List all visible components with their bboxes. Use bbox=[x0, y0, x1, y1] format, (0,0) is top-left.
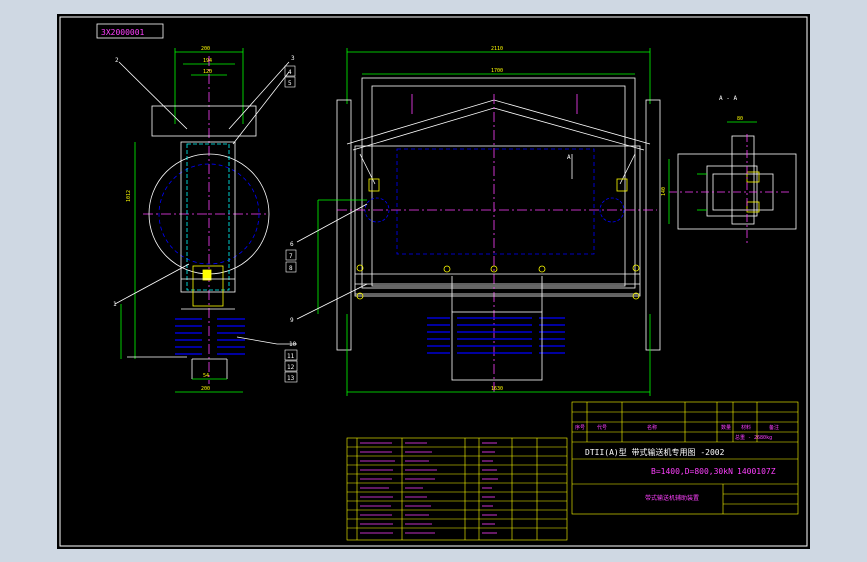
section-arrow-label: A bbox=[567, 154, 571, 161]
svg-text:数量: 数量 bbox=[721, 424, 731, 431]
svg-text:代号: 代号 bbox=[597, 424, 607, 431]
dim-left-mid: 194 bbox=[203, 58, 212, 64]
svg-text:1: 1 bbox=[113, 301, 117, 308]
left-view: 200 194 120 1012 bbox=[114, 46, 290, 393]
dim-mid-top: 2110 bbox=[491, 46, 503, 52]
svg-text:序号: 序号 bbox=[575, 424, 585, 431]
dim-right-top: 80 bbox=[737, 116, 743, 122]
title-main: DTII(A)型 带式输送机专用图 -2002 bbox=[585, 447, 725, 457]
svg-text:4: 4 bbox=[288, 69, 292, 76]
left-balloons: 2 3 4 5 1 bbox=[113, 55, 296, 308]
dim-mid-second: 1700 bbox=[491, 68, 503, 74]
svg-text:3: 3 bbox=[291, 55, 295, 62]
svg-text:备注: 备注 bbox=[769, 424, 779, 431]
svg-text:13: 13 bbox=[287, 375, 295, 382]
title-weight: 总重 - 2680kg bbox=[735, 434, 772, 441]
drawing-sheet: 3X2000001 200 194 120 1012 bbox=[57, 14, 810, 549]
cad-drawing: 3X2000001 200 194 120 1012 bbox=[59, 16, 808, 547]
title-part-name: 带式输送机辅助装置 bbox=[645, 494, 699, 502]
dim-mid-bottom: 1630 bbox=[491, 386, 503, 392]
dim-left-base: 200 bbox=[201, 386, 210, 392]
code-box-text: 3X2000001 bbox=[101, 28, 145, 37]
svg-text:9: 9 bbox=[290, 317, 294, 324]
svg-text:8: 8 bbox=[289, 265, 293, 272]
section-view: A - A 80 140 bbox=[661, 95, 797, 244]
svg-text:2: 2 bbox=[115, 57, 119, 64]
section-label: A - A bbox=[719, 95, 737, 102]
svg-text:7: 7 bbox=[289, 253, 293, 260]
dim-left-top: 200 bbox=[201, 46, 210, 52]
parts-list bbox=[346, 437, 568, 541]
svg-text:6: 6 bbox=[290, 241, 294, 248]
svg-text:10: 10 bbox=[289, 341, 297, 348]
middle-balloons: 6 7 8 9 10 11 12 13 bbox=[284, 241, 298, 383]
inner-border bbox=[59, 16, 808, 547]
title-spec: B=1400,D=800,30kN bbox=[651, 467, 733, 476]
dim-left-bottom: 54 bbox=[203, 373, 209, 379]
dim-right-mid: 140 bbox=[661, 187, 667, 196]
svg-text:5: 5 bbox=[288, 80, 292, 87]
middle-view: 2110 1700 A bbox=[236, 46, 661, 396]
svg-text:名称: 名称 bbox=[647, 424, 657, 431]
svg-text:11: 11 bbox=[287, 353, 295, 360]
dim-left-sub: 120 bbox=[203, 69, 212, 75]
svg-text:材料: 材料 bbox=[741, 424, 751, 431]
title-drawing-no: 1400107Z bbox=[737, 467, 776, 476]
svg-text:12: 12 bbox=[287, 364, 295, 371]
code-box bbox=[96, 23, 164, 39]
title-block: DTII(A)型 带式输送机专用图 -2002 B=1400,D=800,30k… bbox=[571, 401, 799, 515]
dim-left-height: 1012 bbox=[126, 190, 132, 202]
